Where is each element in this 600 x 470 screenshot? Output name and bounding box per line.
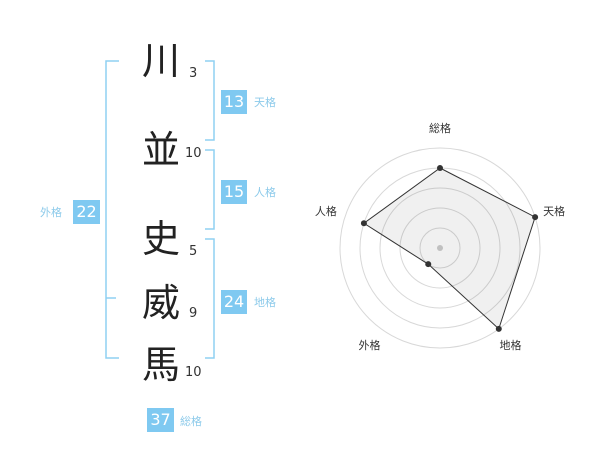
chikaku-value: 24 [221,290,247,314]
radar-axis-label: 人格 [315,204,337,218]
radar-ring [399,207,481,289]
jinkaku-value: 15 [221,180,247,204]
stroke-count-2: 10 [185,146,202,161]
radar-point [360,220,367,227]
soukaku-label: 総格 [180,415,202,428]
tenkaku-bracket [205,60,215,141]
stroke-count-4: 9 [189,306,198,321]
jinkaku-bracket [205,149,215,230]
soukaku-value: 37 [147,408,174,432]
stroke-count-3: 5 [189,244,198,259]
radar-points [360,165,539,332]
radar-axis-label: 外格 [358,338,380,352]
radar-axis-label: 総格 [429,121,451,135]
chikaku-bracket [205,238,215,359]
radar-area [363,167,536,330]
radar-point [532,214,539,221]
radar-axis-label: 天格 [543,204,565,218]
radar-axis-label: 地格 [500,338,522,352]
radar-polygon [363,167,536,330]
radar-point [437,165,443,171]
gaikaku-value: 22 [73,200,100,224]
gaikaku-bracket [105,60,119,359]
stroke-count-1: 3 [189,66,198,81]
name-char-5: 馬 [142,343,181,387]
radar-center-dot [437,245,443,251]
name-char-4: 威 [142,281,181,325]
stroke-count-5: 10 [185,365,202,380]
name-char-2: 並 [142,128,181,172]
radar-ring [379,187,501,309]
radar-ring [339,147,541,349]
tenkaku-label: 天格 [254,96,276,109]
gaikaku-label: 外格 [40,206,62,219]
radar-ring [419,227,461,269]
tenkaku-value: 13 [221,90,247,114]
jinkaku-label: 人格 [254,186,276,199]
radar-point [495,325,502,332]
chikaku-label: 地格 [254,296,276,309]
radar-point [425,261,432,268]
name-char-1: 川 [142,39,181,83]
name-char-3: 史 [142,217,181,261]
